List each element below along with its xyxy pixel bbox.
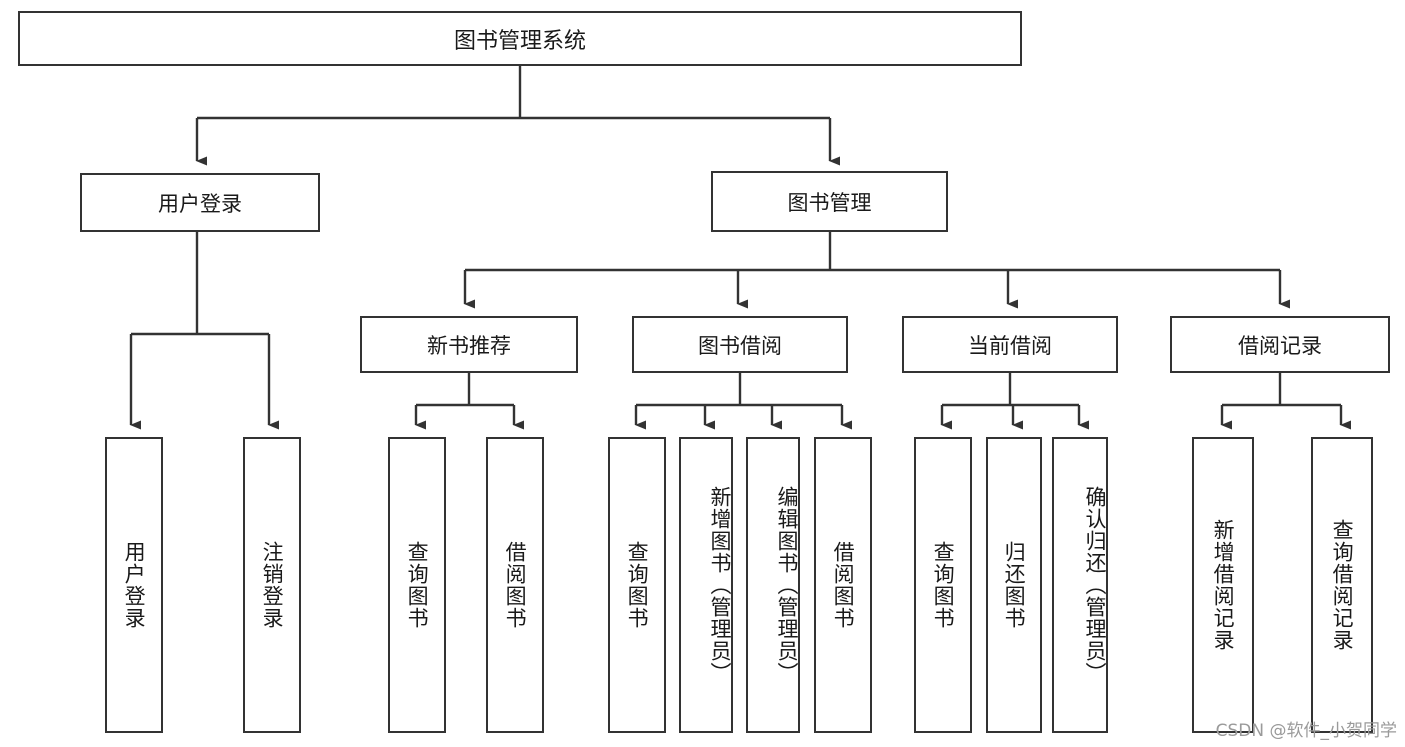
node-label: 查询借阅记录 [1330, 519, 1355, 651]
watermark-text: CSDN @软件_小贺同学 [1215, 721, 1397, 741]
node-leaf-query-book-2[interactable]: 查询图书 [608, 437, 666, 733]
node-leaf-query-book-1[interactable]: 查询图书 [388, 437, 446, 733]
node-leaf-edit-book[interactable]: 编辑图书（管理员） [746, 437, 800, 733]
node-current-borrow[interactable]: 当前借阅 [902, 316, 1118, 373]
node-label: 归还图书 [1002, 541, 1027, 629]
node-leaf-query-record[interactable]: 查询借阅记录 [1311, 437, 1373, 733]
node-leaf-query-book-3[interactable]: 查询图书 [914, 437, 972, 733]
node-book-manage[interactable]: 图书管理 [711, 171, 948, 232]
node-leaf-borrow-book-1[interactable]: 借阅图书 [486, 437, 544, 733]
node-leaf-return-book[interactable]: 归还图书 [986, 437, 1042, 733]
node-label: 用户登录 [122, 541, 147, 629]
node-label: 图书借阅 [698, 333, 782, 358]
node-label: 用户登录 [158, 191, 242, 216]
node-label: 查询图书 [931, 541, 956, 629]
node-label: 新增图书（管理员） [708, 486, 732, 684]
node-label: 新书推荐 [427, 333, 511, 358]
node-leaf-confirm-return[interactable]: 确认归还（管理员） [1052, 437, 1108, 733]
node-leaf-borrow-book-2[interactable]: 借阅图书 [814, 437, 872, 733]
node-label: 编辑图书（管理员） [775, 486, 799, 684]
node-leaf-user-logout[interactable]: 注销登录 [243, 437, 301, 733]
node-label: 查询图书 [405, 541, 430, 629]
node-label: 查询图书 [625, 541, 650, 629]
node-borrow-record[interactable]: 借阅记录 [1170, 316, 1390, 373]
node-label: 借阅图书 [831, 541, 856, 629]
node-label: 注销登录 [260, 541, 285, 629]
node-leaf-user-login[interactable]: 用户登录 [105, 437, 163, 733]
node-root[interactable]: 图书管理系统 [18, 11, 1022, 66]
node-book-borrow[interactable]: 图书借阅 [632, 316, 848, 373]
node-new-book-rec[interactable]: 新书推荐 [360, 316, 578, 373]
node-leaf-add-book[interactable]: 新增图书（管理员） [679, 437, 733, 733]
node-label: 借阅记录 [1238, 333, 1322, 358]
node-leaf-add-record[interactable]: 新增借阅记录 [1192, 437, 1254, 733]
node-label: 借阅图书 [503, 541, 528, 629]
node-user-login[interactable]: 用户登录 [80, 173, 320, 232]
node-label: 图书管理 [787, 190, 872, 215]
node-label: 确认归还（管理员） [1083, 486, 1107, 684]
node-label: 新增借阅记录 [1211, 519, 1236, 651]
node-label: 当前借阅 [968, 333, 1052, 358]
node-label: 图书管理系统 [453, 28, 586, 54]
